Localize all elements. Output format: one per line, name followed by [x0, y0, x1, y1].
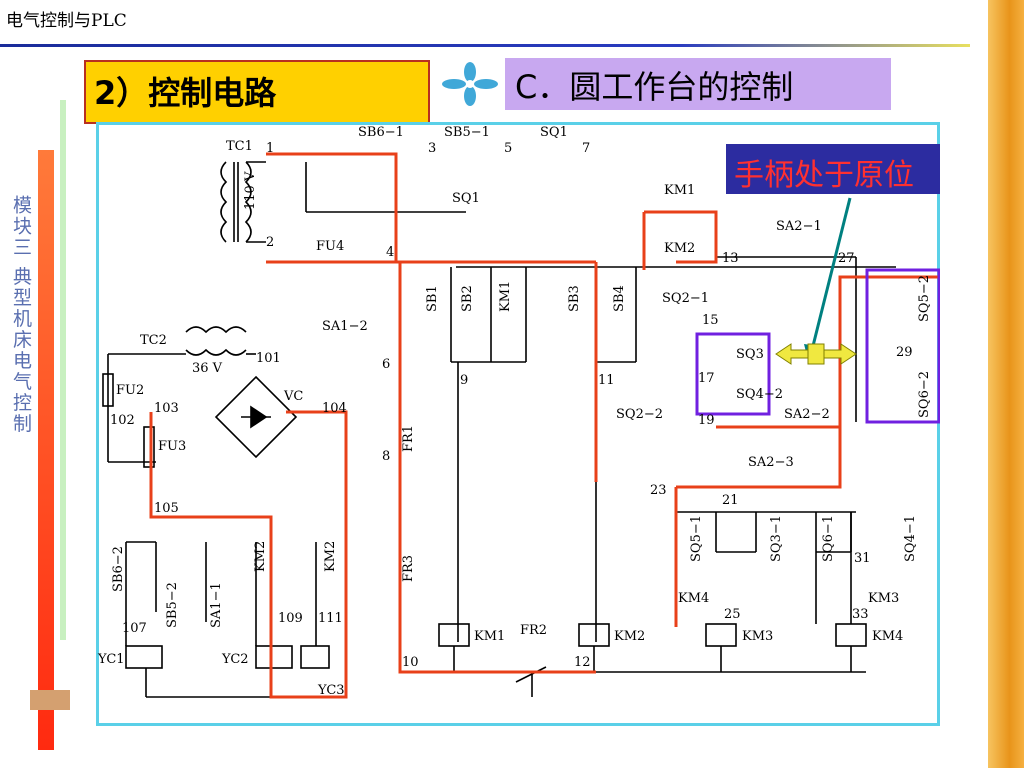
- label-km1b: KM1: [498, 281, 513, 312]
- label-sq41: SQ4−1: [903, 515, 918, 562]
- label-sq22: SQ2−2: [616, 407, 663, 422]
- label-n21: 21: [722, 493, 739, 508]
- label-km3a: KM3: [868, 591, 899, 606]
- label-yc2: YC2: [221, 652, 249, 667]
- label-n5: 5: [504, 141, 512, 156]
- label-km2a: KM2: [664, 241, 695, 256]
- label-n103: 103: [154, 401, 179, 416]
- label-n102: 102: [110, 413, 135, 428]
- label-fr1: FR1: [401, 425, 416, 452]
- label-n105: 105: [154, 501, 179, 516]
- label-km1a: KM1: [664, 183, 695, 198]
- label-km2b: KM2: [253, 541, 268, 572]
- label-km3coil: KM3: [742, 629, 773, 644]
- label-sb1: SB1: [425, 285, 440, 312]
- label-sq3a: SQ3: [736, 347, 764, 362]
- label-n109: 109: [278, 611, 303, 626]
- label-n111: 111: [318, 611, 343, 626]
- left-green-bar: [60, 100, 66, 640]
- header-title: 电气控制与PLC: [6, 11, 127, 31]
- label-n33: 33: [852, 607, 869, 622]
- diagram-frame: [96, 122, 940, 726]
- label-n8: 8: [382, 449, 390, 464]
- section-title: 2）控制电路: [94, 74, 277, 112]
- label-n29: 29: [896, 345, 913, 360]
- label-n9: 9: [460, 373, 468, 388]
- label-n2: 2: [266, 235, 274, 250]
- sidebar-vertical-title: 模块三 典型机床电气控制: [10, 195, 32, 435]
- label-n15: 15: [702, 313, 719, 328]
- label-sa21: SA2−1: [776, 219, 822, 234]
- label-n10: 10: [402, 655, 419, 670]
- label-sb62: SB6−2: [111, 546, 126, 592]
- label-n19: 19: [698, 413, 715, 428]
- label-sb4: SB4: [612, 285, 627, 312]
- left-red-bar: [38, 150, 54, 750]
- label-v110: 110 V: [243, 171, 258, 210]
- label-km4coil: KM4: [872, 629, 903, 644]
- label-fr2: FR2: [520, 623, 547, 638]
- label-km1coil: KM1: [474, 629, 505, 644]
- label-n12: 12: [574, 655, 591, 670]
- label-tc2: TC2: [140, 333, 167, 348]
- label-n25: 25: [724, 607, 741, 622]
- label-sa22: SA2−2: [784, 407, 830, 422]
- label-sq51: SQ5−1: [689, 515, 704, 562]
- label-km2c: KM2: [323, 541, 338, 572]
- label-n17: 17: [698, 371, 715, 386]
- label-km4a: KM4: [678, 591, 709, 606]
- label-n11: 11: [598, 373, 615, 388]
- label-sb52: SB5−2: [165, 582, 180, 628]
- label-n6: 6: [382, 357, 390, 372]
- label-fr3: FR3: [401, 555, 416, 582]
- label-n101: 101: [256, 351, 281, 366]
- label-sq62: SQ6−2: [917, 371, 932, 418]
- label-fu2: FU2: [116, 383, 144, 398]
- label-n23: 23: [650, 483, 667, 498]
- subtitle-box: [505, 58, 891, 110]
- label-sq4a: SQ4−2: [736, 387, 783, 402]
- label-sa12: SA1−2: [322, 319, 368, 334]
- label-n13: 13: [722, 251, 739, 266]
- label-sq21: SQ2−1: [662, 291, 709, 306]
- callout-box: [726, 144, 940, 194]
- label-n104: 104: [322, 401, 347, 416]
- label-n31: 31: [854, 551, 871, 566]
- label-sb61: SB6−1: [358, 125, 404, 140]
- label-n1: 1: [266, 141, 274, 156]
- label-sa11: SA1−1: [209, 582, 224, 628]
- right-decoration: [988, 0, 1024, 768]
- label-sq61: SQ6−1: [821, 515, 836, 562]
- label-yc3: YC3: [317, 683, 345, 698]
- label-km2coil: KM2: [614, 629, 645, 644]
- label-n7: 7: [582, 141, 590, 156]
- label-fu3: FU3: [158, 439, 186, 454]
- label-v36: 36 V: [192, 361, 223, 376]
- section-title-box: [84, 60, 430, 124]
- label-n27: 27: [838, 251, 855, 266]
- label-sq52: SQ5−2: [917, 275, 932, 322]
- label-n107: 107: [122, 621, 147, 636]
- label-sb3: SB3: [567, 285, 582, 312]
- label-n4: 4: [386, 245, 394, 260]
- subtitle: C．圆工作台的控制: [515, 68, 794, 106]
- label-yc1: YC1: [97, 652, 125, 667]
- label-tc1: TC1: [226, 139, 253, 154]
- label-sb51: SB5−1: [444, 125, 490, 140]
- label-n3: 3: [428, 141, 436, 156]
- callout-text: 手柄处于原位: [734, 158, 914, 193]
- header-divider: [0, 44, 970, 47]
- label-sq1a: SQ1: [540, 125, 568, 140]
- label-vc: VC: [283, 389, 303, 404]
- circuit-diagram: TC1 1 110 V 2 FU4 4 SB6−1 3 SB5−1 5 SQ1 …: [97, 125, 940, 699]
- label-sq1b: SQ1: [452, 191, 480, 206]
- label-sa23: SA2−3: [748, 455, 794, 470]
- bottom-decoration: [30, 690, 70, 710]
- fan-icon: [442, 62, 498, 106]
- label-fu4: FU4: [316, 239, 344, 254]
- label-sb2: SB2: [460, 285, 475, 312]
- label-sq31: SQ3−1: [769, 515, 784, 562]
